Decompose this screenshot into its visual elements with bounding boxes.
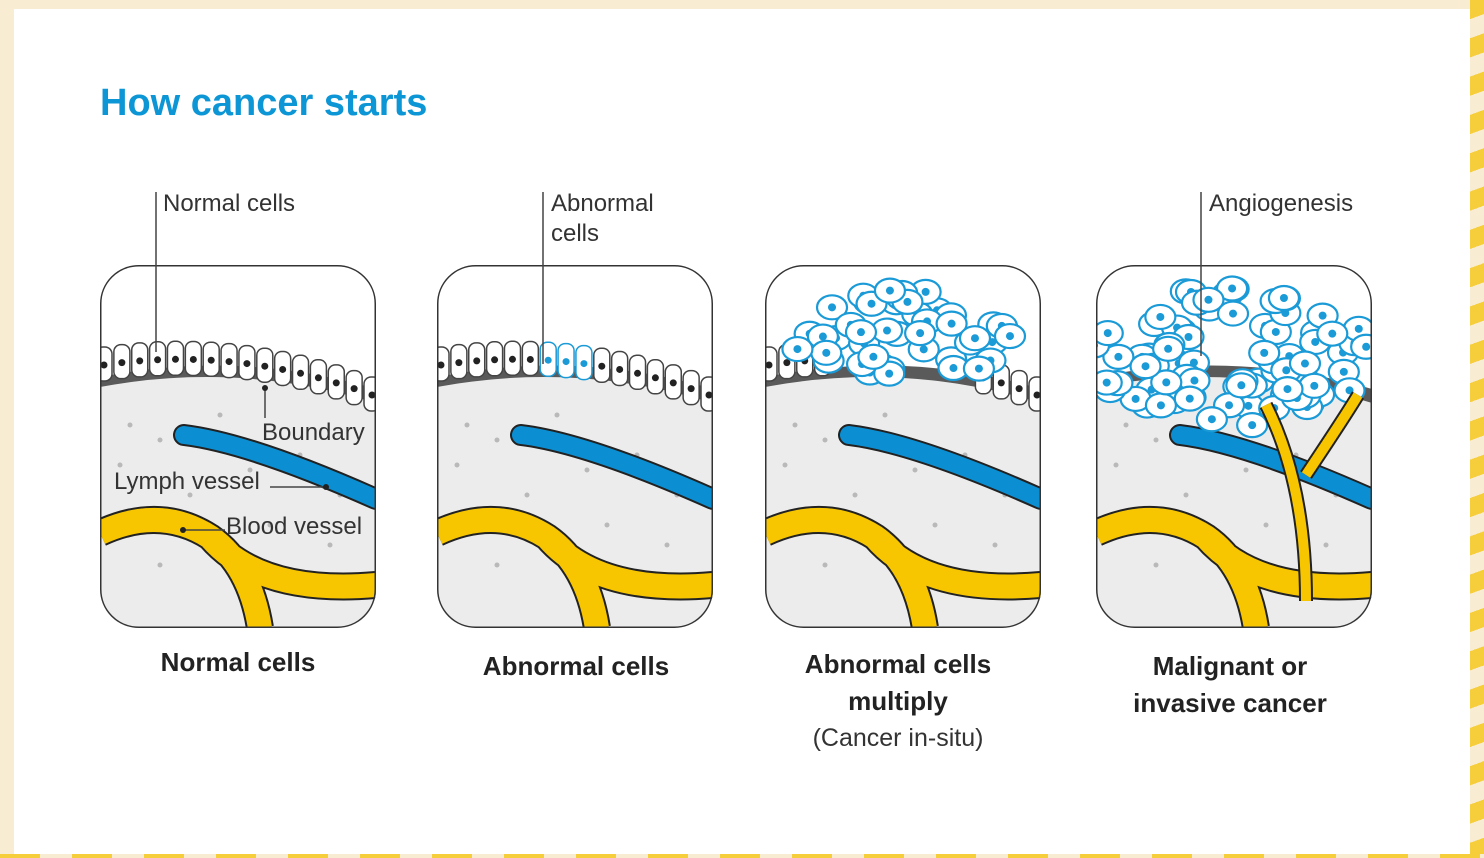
caption-panel-1: Normal cells [68,644,408,681]
caption-panel-3: Abnormal cells multiply (Cancer in-situ) [728,646,1068,757]
caption-panel-1-line1: Normal cells [161,647,316,677]
blood-pointer-dot [180,527,186,533]
abnormal-cells-label-line1: Abnormal [551,190,654,217]
lymph-pointer-dot [323,484,329,490]
boundary-pointer-dot [262,385,268,391]
panel-2 [433,265,717,628]
caption-panel-3-subtitle: (Cancer in-situ) [728,720,1068,757]
panel-4 [1079,265,1381,628]
panel-1 [96,265,380,628]
caption-panel-2-line1: Abnormal cells [483,651,669,681]
caption-panel-2: Abnormal cells [406,648,746,685]
angiogenesis-label: Angiogenesis [1209,190,1353,217]
caption-panel-3-line2: multiply [848,686,948,716]
boundary-label: Boundary [262,419,365,446]
lymph-vessel-label: Lymph vessel [114,468,260,495]
panel-3 [761,265,1045,628]
caption-panel-4-line1: Malignant or [1153,651,1308,681]
normal-cells-label: Normal cells [163,190,295,217]
caption-panel-4: Malignant or invasive cancer [1060,648,1400,722]
caption-panel-3-line1: Abnormal cells [805,649,991,679]
abnormal-cells-label-line2: cells [551,220,599,247]
blood-vessel-label: Blood vessel [226,513,362,540]
caption-panel-4-line2: invasive cancer [1133,688,1327,718]
